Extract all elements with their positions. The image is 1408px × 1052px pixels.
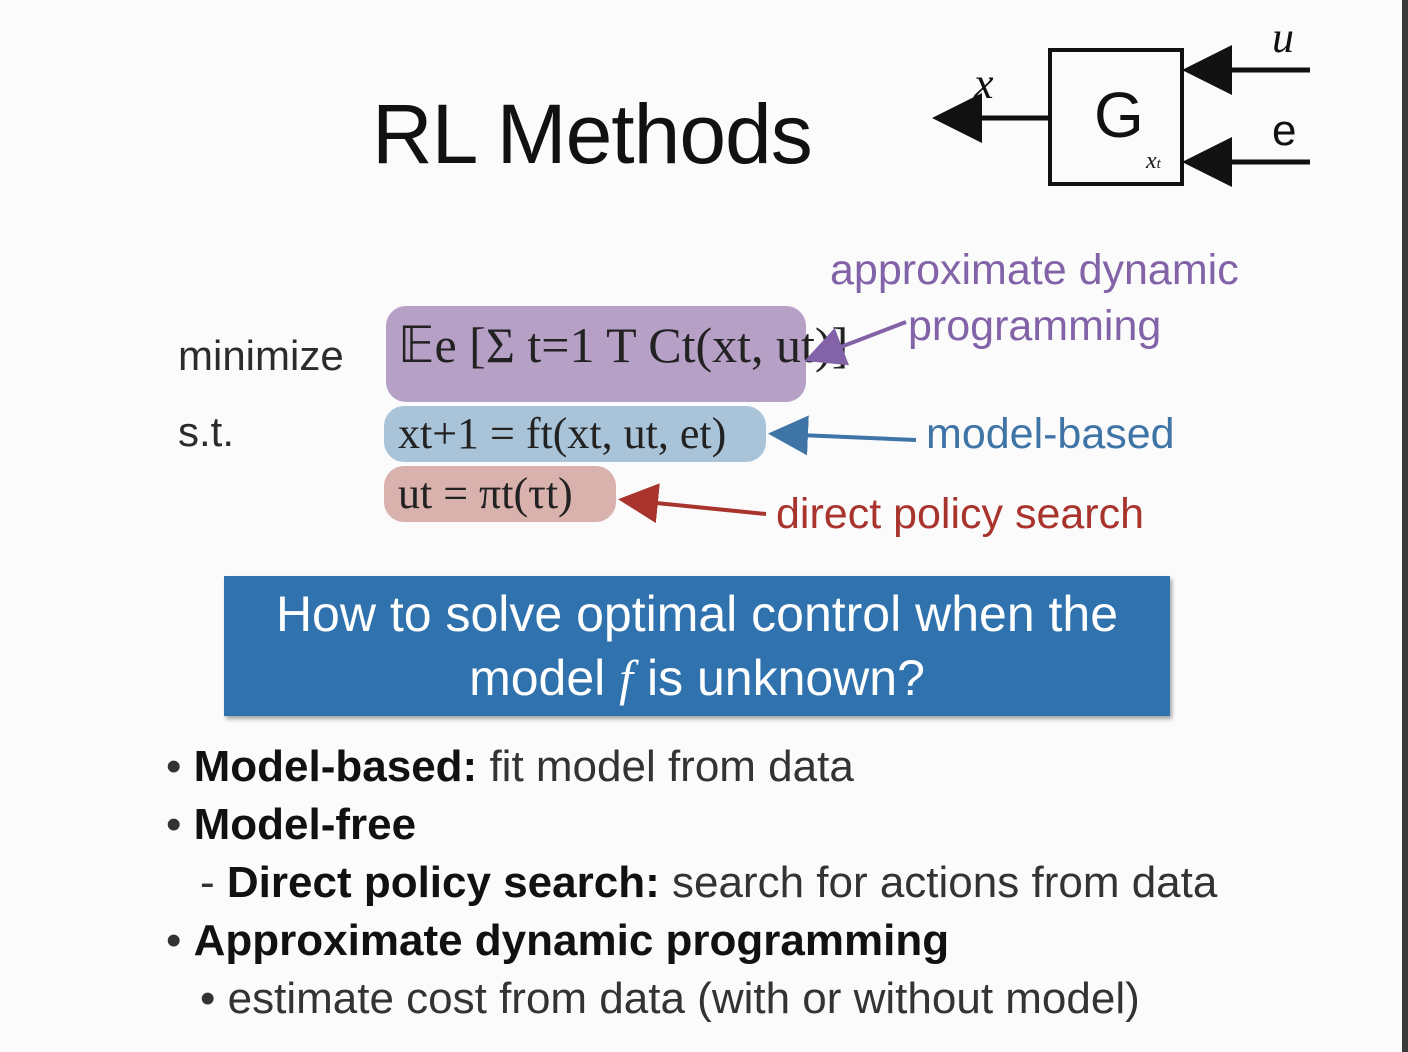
output-x-label: x [974,59,994,108]
callout-line1: How to solve optimal control when the [275,586,1119,642]
objective-highlight [386,306,806,402]
direct-policy-annotation: direct policy search [776,490,1145,538]
model-based-arrow [768,415,917,456]
bullet-model-free: • Model-free [166,800,417,849]
bullet-estimate-cost: • estimate cost from data (with or witho… [200,974,1140,1023]
diagram-arrows [932,45,1310,187]
direct-policy-arrow [618,483,767,524]
minimize-label: minimize [178,332,344,379]
bullet-adp: • Approximate dynamic programming [166,916,950,965]
state-x-label: xt [1146,148,1161,174]
input-u-label: u [1272,13,1294,62]
block-diagram: x u e G xt [920,10,1320,210]
policy-highlight [384,466,616,522]
adp-annotation-line2: programming [908,302,1162,350]
slide-edge [1402,0,1408,1052]
objective-expression: 𝔼e [Σ t=1 T Ct(xt, ut)] [398,317,849,373]
system-g-label: G [1094,79,1144,151]
bullet-model-based: • Model-based: fit model from data [166,742,854,791]
dynamics-highlight [384,406,766,462]
bullet-direct-policy: - Direct policy search: search for actio… [200,858,1218,907]
adp-arrow [804,320,907,366]
model-based-annotation: model-based [926,410,1175,458]
policy-equation: ut = πt(τt) [398,469,573,518]
input-e-label: e [1272,106,1297,155]
question-callout: How to solve optimal control when the mo… [224,576,1170,716]
dynamics-equation: xt+1 = ft(xt, ut, et) [398,409,727,458]
callout-line2: model f is unknown? [469,650,925,706]
adp-annotation-line1: approximate dynamic [830,246,1239,294]
system-g-box: G xt [1048,48,1184,186]
subject-to-label: s.t. [178,408,235,455]
slide-title: RL Methods [372,87,813,181]
